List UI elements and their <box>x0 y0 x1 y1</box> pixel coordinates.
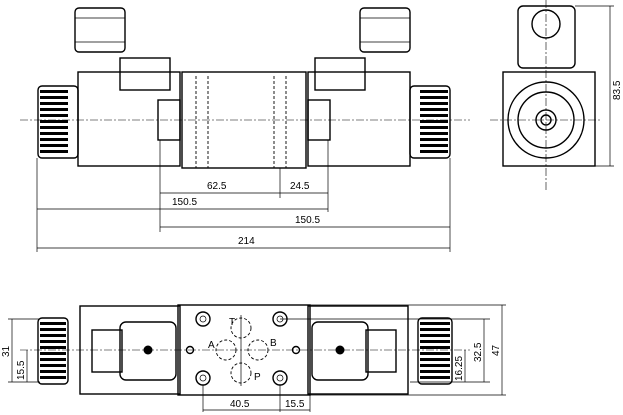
dim-15-5-left: 15.5 <box>16 360 27 380</box>
left-connector-base <box>119 57 171 91</box>
knurl-stripe <box>40 90 68 93</box>
knurl-stripe <box>420 364 450 367</box>
knurl-stripe <box>420 90 448 93</box>
right-coil-bottom <box>307 305 409 395</box>
left-solenoid-body <box>77 71 181 167</box>
knurl-stripe <box>40 150 68 153</box>
valve-body-bottom <box>177 304 311 396</box>
knurl-stripe <box>40 96 68 99</box>
dim-83-5: 83.5 <box>612 80 623 100</box>
knurl-stripe <box>40 328 66 331</box>
port-a: A <box>208 340 215 351</box>
knurl-stripe <box>40 334 66 337</box>
knurl-stripe <box>420 96 448 99</box>
side-body <box>502 71 596 167</box>
knurl-stripe <box>40 126 68 129</box>
left-connector-housing <box>74 7 126 53</box>
knurl-stripe <box>40 102 68 105</box>
dim-15-5-bottom: 15.5 <box>285 399 305 410</box>
side-knob <box>507 81 585 159</box>
side-view: 83.5 <box>490 0 623 190</box>
knurl-stripe <box>40 120 68 123</box>
knurl-stripe <box>420 132 448 135</box>
knurl-stripe <box>420 150 448 153</box>
knurl-stripe <box>420 322 450 325</box>
right-nut <box>307 99 331 141</box>
dim-16-25: 16.25 <box>454 356 465 381</box>
knurl-stripe <box>420 138 448 141</box>
right-connector-housing <box>359 7 411 53</box>
right-knurled-knob <box>409 85 451 159</box>
front-view: 62.5 24.5 150.5 150.5 214 <box>20 7 470 252</box>
dim-32-5: 32.5 <box>473 342 484 362</box>
valve-body <box>181 71 307 169</box>
knurl-stripe <box>40 108 68 111</box>
port-t: T <box>229 317 235 328</box>
knurl-stripe <box>40 340 66 343</box>
dim-47: 47 <box>491 344 502 356</box>
knurl-stripe <box>40 370 66 373</box>
left-knurled-knob <box>37 85 79 159</box>
knurl-stripe <box>420 114 448 117</box>
left-nut <box>157 99 181 141</box>
left-coil-bottom <box>79 305 181 395</box>
port-p: P <box>254 372 261 383</box>
left-knob-bottom <box>37 317 69 385</box>
dim-62-5: 62.5 <box>207 181 227 192</box>
bottom-view: T A B P 31 15.5 16.25 32.5 47 40.5 15.5 <box>1 304 506 412</box>
knurl-stripe <box>420 108 448 111</box>
knurl-stripe <box>420 102 448 105</box>
right-solenoid-body <box>307 71 411 167</box>
knurl-stripe <box>420 358 450 361</box>
dim-150-5-a: 150.5 <box>172 197 197 208</box>
knurl-stripe <box>420 120 448 123</box>
knurl-stripe <box>420 370 450 373</box>
dim-31: 31 <box>1 345 12 357</box>
knurl-stripe <box>40 358 66 361</box>
knurl-stripe <box>40 144 68 147</box>
dim-40-5: 40.5 <box>230 399 250 410</box>
knurl-stripe <box>420 352 450 355</box>
side-connector <box>517 5 576 69</box>
knurl-stripe <box>40 138 68 141</box>
dim-24-5: 24.5 <box>290 181 310 192</box>
ports <box>215 315 269 386</box>
knurl-stripe <box>40 132 68 135</box>
knurl-stripe <box>420 328 450 331</box>
knurl-stripe <box>40 114 68 117</box>
dim-214: 214 <box>238 236 255 247</box>
knurl-stripe <box>420 144 448 147</box>
knurl-stripe <box>420 376 450 379</box>
knurl-stripe <box>40 346 66 349</box>
knurl-stripe <box>40 376 66 379</box>
knurl-stripe <box>420 346 450 349</box>
knurl-stripe <box>40 364 66 367</box>
right-connector-base <box>314 57 366 91</box>
dim-150-5-b: 150.5 <box>295 215 320 226</box>
knurl-stripe <box>40 322 66 325</box>
right-knob-bottom <box>417 317 453 385</box>
port-b: B <box>270 338 277 349</box>
knurl-stripe <box>40 352 66 355</box>
knurl-stripe <box>420 334 450 337</box>
knurl-stripe <box>420 126 448 129</box>
knurl-stripe <box>420 340 450 343</box>
